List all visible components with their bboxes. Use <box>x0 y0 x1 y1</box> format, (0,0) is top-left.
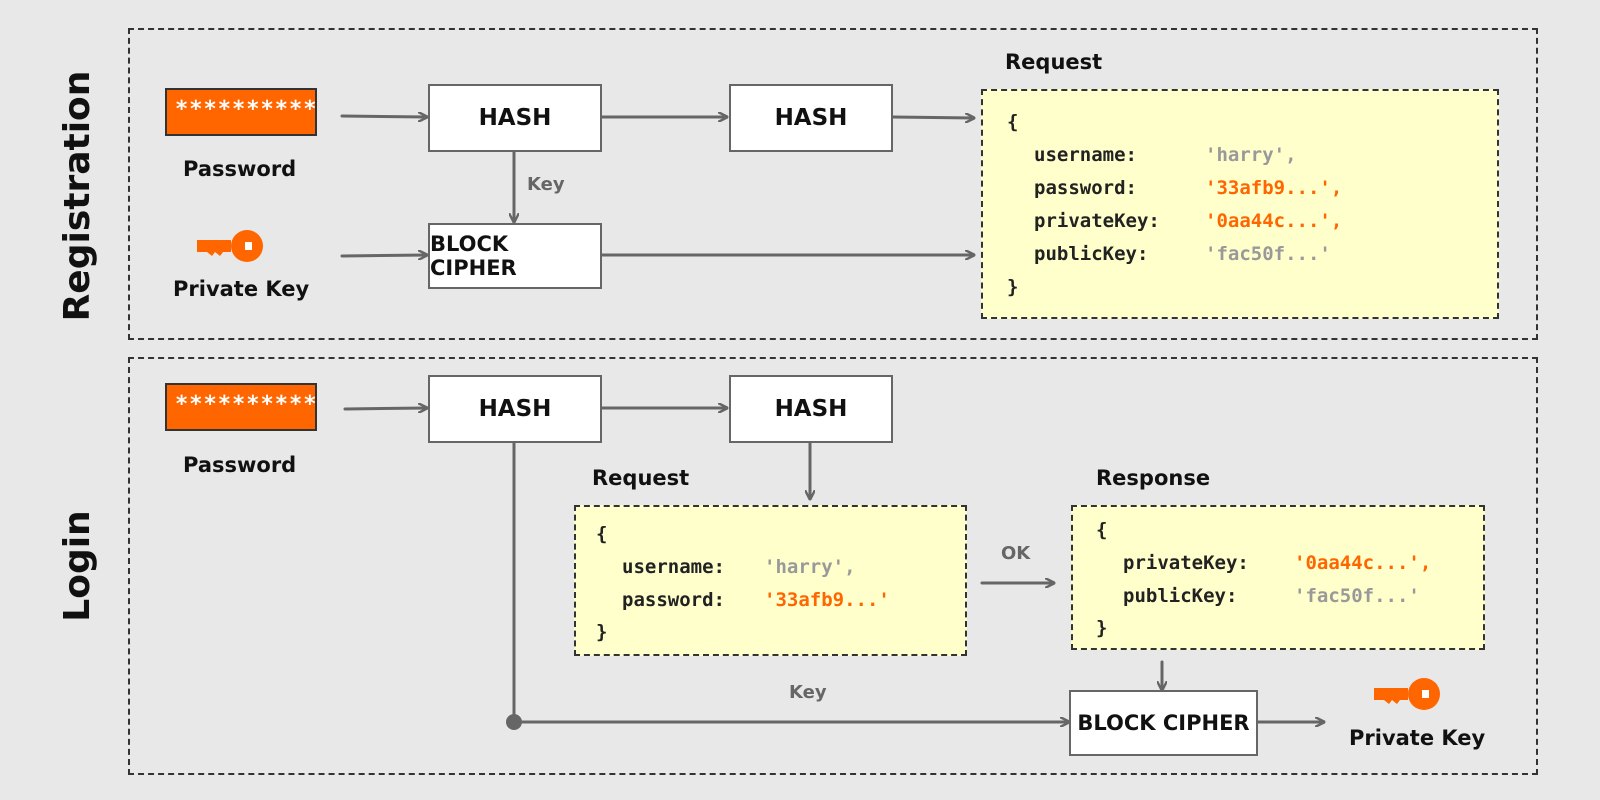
login-private-key-caption: Private Key <box>1349 726 1486 750</box>
login-key-label: Key <box>789 682 827 703</box>
login-request-label: Request <box>592 466 690 490</box>
json-open-brace: { <box>1096 519 1108 541</box>
login-arrow-password-to-hash <box>343 408 429 409</box>
json-key: publicKey: <box>1034 243 1149 265</box>
json-key: privateKey: <box>1123 552 1249 574</box>
login-hash-box-1: HASH <box>428 375 602 443</box>
json-value: 'harry', <box>1205 144 1297 166</box>
reg-private-key-icon <box>195 228 265 266</box>
login-section <box>128 357 1538 775</box>
reg-request-json: { username: 'harry', password: '33afb9..… <box>981 89 1499 319</box>
json-close-brace: } <box>596 621 608 643</box>
reg-password-field: ********** <box>165 88 317 136</box>
login-hash-box-2: HASH <box>729 375 893 443</box>
json-key: password: <box>622 589 725 611</box>
json-value: '0aa44c...', <box>1205 210 1343 232</box>
login-key-junction <box>506 714 522 730</box>
login-password-field: ********** <box>165 383 317 431</box>
login-response-label: Response <box>1096 466 1211 490</box>
json-value: '33afb9...' <box>764 589 890 611</box>
json-key: password: <box>1034 177 1137 199</box>
reg-request-label: Request <box>1005 50 1103 74</box>
login-private-key-icon <box>1372 676 1442 714</box>
reg-arrow-password-to-hash <box>340 116 429 117</box>
login-response-json: { privateKey: '0aa44c...', publicKey: 'f… <box>1071 505 1485 650</box>
reg-hash-box-2: HASH <box>729 84 893 152</box>
reg-private-key-caption: Private Key <box>173 277 310 301</box>
json-key: username: <box>1034 144 1137 166</box>
login-ok-label: OK <box>1001 543 1031 564</box>
json-value: 'fac50f...' <box>1294 585 1420 607</box>
json-key: publicKey: <box>1123 585 1238 607</box>
json-value: '33afb9...', <box>1205 177 1343 199</box>
json-key: username: <box>622 556 725 578</box>
reg-arrow-hash-to-request <box>891 117 976 118</box>
reg-password-caption: Password <box>183 157 297 181</box>
login-request-json: { username: 'harry', password: '33afb9..… <box>574 505 967 656</box>
reg-hash-box-1: HASH <box>428 84 602 152</box>
json-open-brace: { <box>596 523 608 545</box>
json-close-brace: } <box>1007 276 1019 298</box>
json-close-brace: } <box>1096 617 1108 639</box>
json-key: privateKey: <box>1034 210 1160 232</box>
reg-arrow-key-to-cipher <box>340 255 429 256</box>
json-open-brace: { <box>1007 111 1019 133</box>
json-value: 'harry', <box>764 556 856 578</box>
registration-section <box>128 28 1538 340</box>
login-block-cipher-box: BLOCK CIPHER <box>1069 690 1258 756</box>
reg-block-cipher-box: BLOCK CIPHER <box>428 223 602 289</box>
login-password-caption: Password <box>183 453 297 477</box>
json-value: 'fac50f...' <box>1205 243 1331 265</box>
reg-key-label: Key <box>527 174 565 195</box>
json-value: '0aa44c...', <box>1294 552 1432 574</box>
